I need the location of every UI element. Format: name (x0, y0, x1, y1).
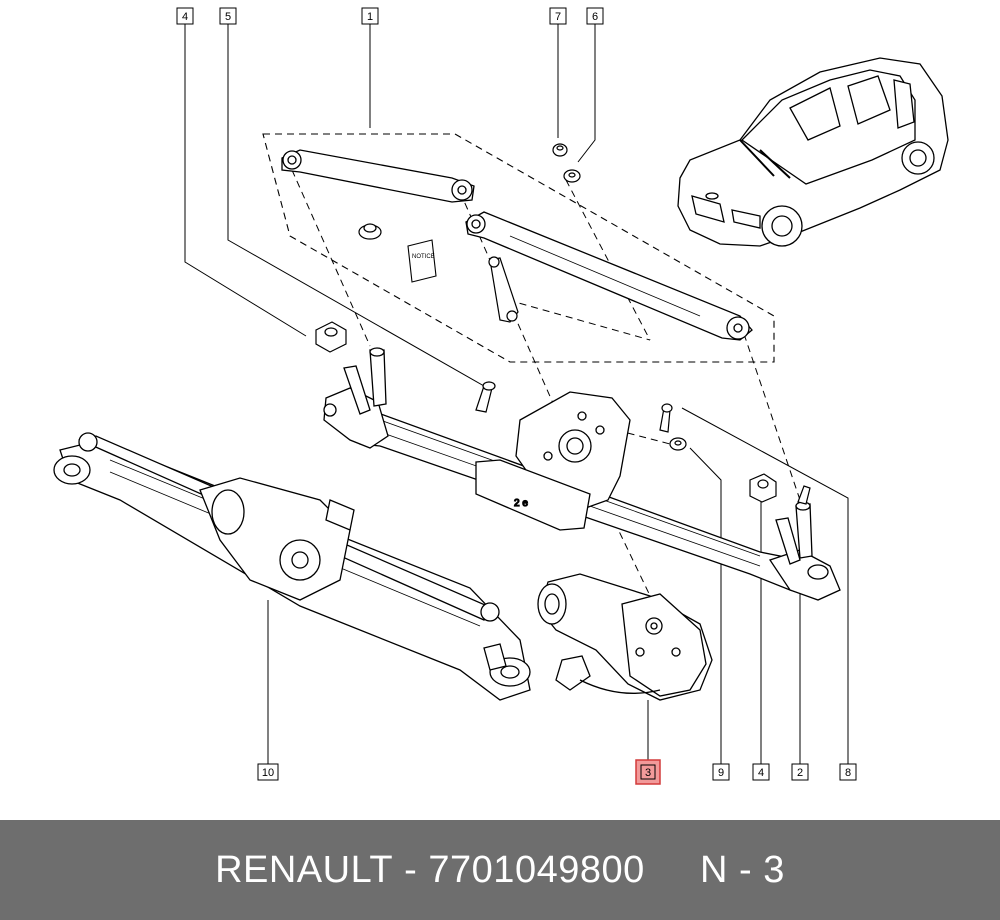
washer-item-6 (563, 169, 581, 183)
callout-label: 3 (645, 767, 651, 779)
callout-4-bottom: 4 (752, 763, 770, 781)
nut-item-7 (552, 143, 568, 157)
callout-8: 8 (839, 763, 857, 781)
callout-9: 9 (712, 763, 730, 781)
footer-ref: N - 3 (700, 848, 785, 891)
callout-1: 1 (361, 7, 379, 25)
svg-text:2 e: 2 e (514, 498, 528, 509)
callout-label: 4 (758, 767, 764, 779)
footer-gap (645, 849, 700, 892)
callout-label: 2 (797, 767, 803, 779)
callout-7: 7 (549, 7, 567, 25)
car-illustration (677, 57, 949, 247)
fasteners (315, 321, 811, 505)
link-rod-small (488, 256, 519, 323)
callout-label: 10 (262, 767, 274, 779)
leader-lines (184, 24, 849, 766)
wiper-motor (537, 573, 713, 701)
footer-part-number: 7701049800 (428, 848, 645, 891)
callout-4-top: 4 (176, 7, 194, 25)
callout-label: 9 (718, 767, 724, 779)
callout-label: 1 (367, 11, 373, 23)
footer-separator: - (393, 848, 429, 891)
footer-banner: RENAULT - 7701049800 N - 3 (0, 820, 1000, 920)
frame-tube-assembly: 2 e (323, 347, 841, 601)
callout-10: 10 (257, 763, 279, 781)
link-rod-long (465, 211, 753, 341)
callout-2: 2 (791, 763, 809, 781)
footer-brand: RENAULT (215, 848, 394, 891)
grommet-top (358, 223, 382, 240)
callout-6: 6 (586, 7, 604, 25)
callout-label: 4 (182, 11, 188, 23)
callout-3-highlighted: 3 (635, 759, 661, 785)
notice-booklet: NOTICE (407, 239, 437, 283)
callout-label: 7 (555, 11, 561, 23)
kit-dashed-outline (262, 133, 775, 363)
callout-5: 5 (219, 7, 237, 25)
complete-wiper-assembly (53, 432, 531, 701)
callout-label: 8 (845, 767, 851, 779)
wiper-assembly-diagram: NOTICE 2 e (53, 7, 949, 785)
callout-label: 6 (592, 11, 598, 23)
callout-label: 5 (225, 11, 231, 23)
notice-text: NOTICE (412, 254, 435, 260)
link-rod-short (281, 149, 475, 203)
